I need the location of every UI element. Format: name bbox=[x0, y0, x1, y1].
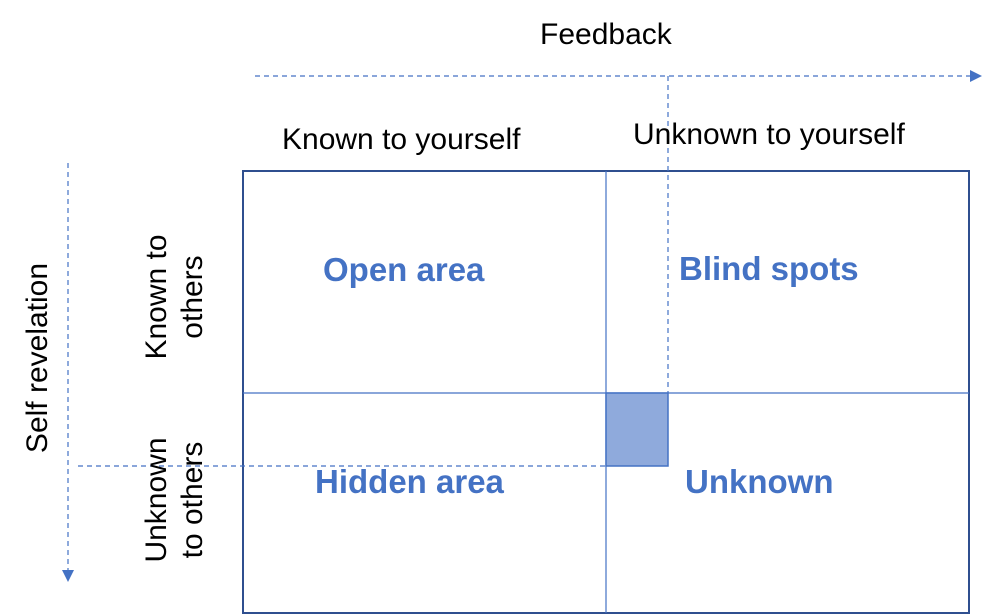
quadrant-hidden-area: Hidden area bbox=[315, 463, 504, 500]
row-header-known: Known to others bbox=[139, 222, 211, 372]
quadrant-open-area: Open area bbox=[323, 251, 485, 288]
row-header-unknown-line2: to others bbox=[176, 441, 209, 559]
column-header-unknown: Unknown to yourself bbox=[633, 118, 905, 151]
row-header-known-line1: Known to bbox=[140, 234, 173, 360]
row-header-unknown-line1: Unknown bbox=[140, 437, 173, 563]
row-header-known-line2: others bbox=[176, 255, 209, 339]
quadrant-blind-spots: Blind spots bbox=[679, 250, 859, 287]
row-header-unknown: Unknown to others bbox=[139, 410, 211, 590]
quadrant-unknown: Unknown bbox=[685, 463, 834, 500]
feedback-arrow-head bbox=[970, 70, 982, 82]
feedback-label: Feedback bbox=[540, 18, 672, 51]
column-header-known: Known to yourself bbox=[282, 123, 521, 156]
revelation-arrow-head bbox=[62, 570, 74, 582]
self-revelation-text: Self revelation bbox=[21, 262, 54, 454]
self-revelation-label: Self revelation bbox=[20, 248, 56, 468]
intersection-square bbox=[605, 392, 669, 467]
